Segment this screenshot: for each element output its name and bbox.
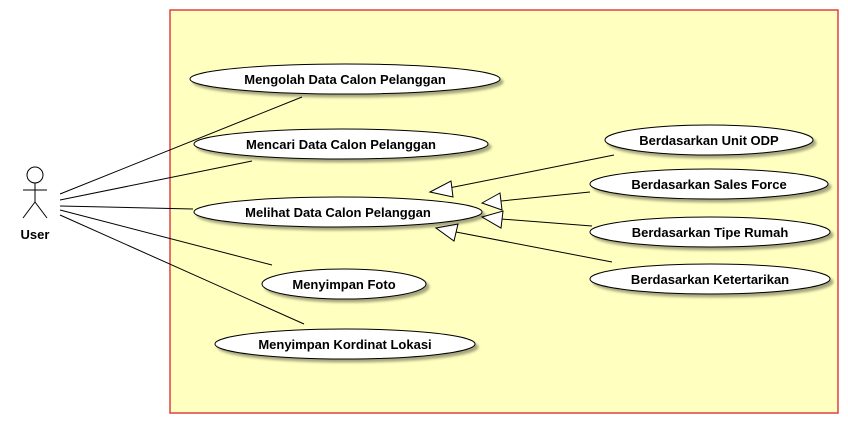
use-case-mengolah[interactable]: Mengolah Data Calon Pelanggan — [189, 63, 501, 95]
use-case-label: Berdasarkan Ketertarikan — [631, 272, 789, 287]
generalization-arrowhead-uc7 — [480, 192, 503, 211]
use-case-menyimpan-kordinat[interactable]: Menyimpan Kordinat Lokasi — [214, 328, 476, 360]
association-uc4 — [59, 209, 273, 266]
actor-user[interactable]: User — [21, 166, 50, 242]
use-case-label: Berdasarkan Tipe Rumah — [632, 225, 789, 240]
use-case-ketertarikan[interactable]: Berdasarkan Ketertarikan — [589, 263, 831, 295]
use-case-tipe-rumah[interactable]: Berdasarkan Tipe Rumah — [589, 216, 831, 248]
association-uc2 — [59, 160, 253, 201]
generalizations — [428, 154, 615, 263]
use-case-melihat[interactable]: Melihat Data Calon Pelanggan — [193, 196, 483, 228]
use-case-unit-odp[interactable]: Berdasarkan Unit ODP — [604, 124, 814, 156]
actor-label: User — [21, 227, 50, 242]
use-case-mencari[interactable]: Mencari Data Calon Pelanggan — [193, 128, 489, 160]
use-case-label: Menyimpan Foto — [292, 277, 395, 292]
generalization-uc7 — [500, 191, 591, 202]
association-uc3 — [59, 205, 194, 210]
associations — [59, 96, 305, 325]
use-case-label: Berdasarkan Sales Force — [631, 177, 786, 192]
use-case-label: Menyimpan Kordinat Lokasi — [258, 337, 431, 352]
use-case-label: Mencari Data Calon Pelanggan — [246, 137, 436, 152]
association-uc5 — [59, 214, 305, 325]
generalization-arrowhead-uc9 — [434, 223, 459, 242]
use-case-label: Melihat Data Calon Pelanggan — [245, 205, 431, 220]
generalization-arrowhead-uc8 — [480, 210, 504, 229]
generalization-uc9 — [455, 231, 613, 263]
generalization-uc6 — [448, 154, 615, 189]
generalization-uc8 — [500, 218, 593, 227]
use-case-menyimpan-foto[interactable]: Menyimpan Foto — [261, 268, 427, 300]
stick-figure-icon — [22, 166, 48, 219]
association-uc1 — [59, 96, 303, 195]
use-case-label: Mengolah Data Calon Pelanggan — [244, 72, 446, 87]
use-case-label: Berdasarkan Unit ODP — [639, 133, 779, 148]
generalization-arrowhead-uc6 — [428, 180, 454, 198]
use-case-sales-force[interactable]: Berdasarkan Sales Force — [589, 168, 829, 200]
